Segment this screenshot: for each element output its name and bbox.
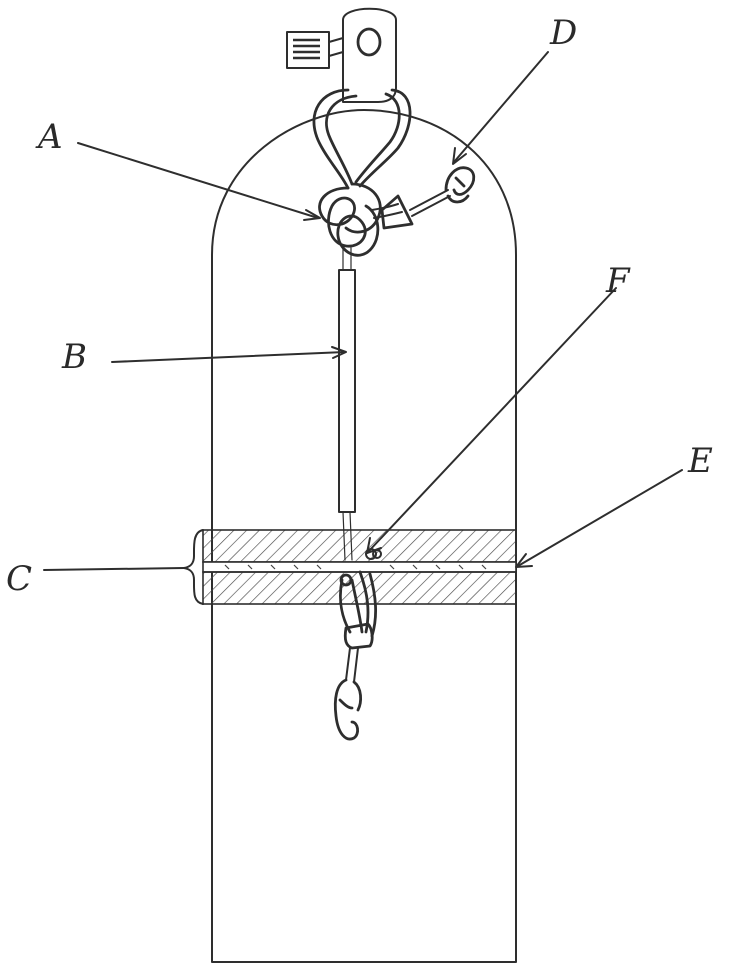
leader-a — [77, 142, 319, 219]
side-clip-ridges — [293, 38, 320, 60]
leader-e — [517, 469, 683, 567]
lower-hook-shank — [345, 647, 359, 683]
bag-outline — [211, 109, 517, 963]
leader-e-arrow — [515, 553, 533, 568]
mounting-tab — [342, 7, 397, 103]
leader-d-arrow — [452, 147, 467, 165]
leader-f — [367, 287, 617, 553]
loop-strap — [312, 88, 412, 190]
middle-layer-marks — [224, 564, 487, 570]
label-a: A — [35, 117, 63, 157]
cord-upper-strands — [342, 247, 352, 271]
eyelet — [356, 27, 382, 57]
d-ring-upper — [380, 194, 414, 230]
side-clip — [286, 31, 330, 69]
leader-f-arrow — [366, 537, 382, 554]
snap-hook-lower — [333, 678, 363, 741]
bracket-c — [183, 529, 204, 605]
leader-b-arrow — [331, 346, 347, 359]
leader-b — [111, 351, 346, 363]
label-b: B — [61, 337, 87, 377]
lower-strap — [339, 570, 377, 638]
d-hook-shank — [409, 189, 451, 217]
knot — [318, 182, 382, 257]
d-ring-lower — [343, 622, 374, 650]
lower-hatched-band — [202, 571, 517, 605]
label-f: F — [605, 261, 631, 301]
leader-d — [453, 51, 549, 163]
side-clip-link — [328, 37, 344, 57]
label-d: D — [549, 13, 577, 53]
cord-tube — [338, 269, 356, 513]
leader-c — [43, 567, 185, 571]
upper-hatched-band — [202, 529, 517, 563]
leader-a-arrow — [303, 209, 321, 221]
label-e: E — [687, 441, 713, 481]
snap-hook-upper — [444, 166, 476, 204]
label-c: C — [6, 559, 32, 599]
cord-lower-strands — [342, 511, 353, 561]
